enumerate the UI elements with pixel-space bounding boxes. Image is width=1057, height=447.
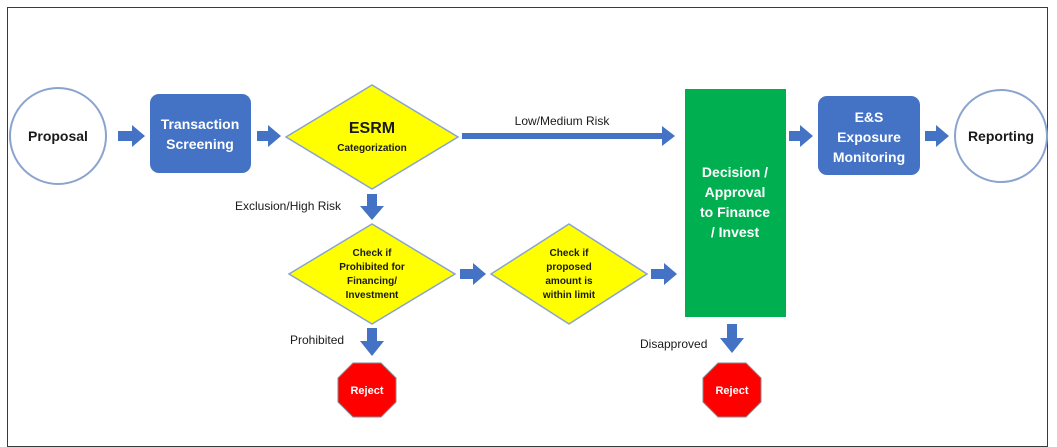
esrm-title: ESRM (349, 120, 395, 137)
exclusion-high-risk-label: Exclusion/High Risk (235, 199, 342, 213)
limit-line-3: amount is (545, 276, 593, 287)
limit-line-1: Check if (550, 248, 590, 259)
arrow-decision-to-exposure (789, 125, 813, 147)
arrow-exposure-to-reporting (925, 125, 949, 147)
decision-node: Decision / Approval to Finance / Invest (685, 89, 786, 317)
prohibited-line-1: Check if (353, 248, 393, 259)
exposure-line-3: Monitoring (833, 149, 905, 165)
esrm-subtitle: Categorization (337, 143, 406, 154)
screening-line-2: Screening (166, 136, 234, 152)
limit-check-node: Check if proposed amount is within limit (489, 223, 649, 325)
prohibited-check-node: Check if Prohibited for Financing/ Inves… (287, 223, 457, 325)
limit-line-4: within limit (542, 290, 596, 301)
arrow-esrm-to-prohibited (360, 194, 384, 220)
decision-line-4: / Invest (711, 224, 760, 240)
reporting-node: Reporting (954, 89, 1048, 183)
proposal-node: Proposal (9, 87, 107, 185)
prohibited-line-2: Prohibited for (339, 262, 405, 273)
exposure-monitoring-node: E&S Exposure Monitoring (818, 96, 920, 175)
transaction-screening-node: Transaction Screening (150, 94, 251, 173)
reject-left-node: Reject (337, 362, 397, 418)
arrow-prohibited-to-reject (360, 328, 384, 356)
limit-line-2: proposed (546, 262, 592, 273)
arrow-screening-to-esrm (257, 125, 281, 147)
disapproved-label: Disapproved (640, 337, 707, 351)
reject-right-node: Reject (702, 362, 762, 418)
proposal-label: Proposal (28, 128, 88, 144)
decision-line-3: to Finance (700, 204, 770, 220)
reject-left-label: Reject (350, 385, 383, 397)
reject-right-label: Reject (715, 385, 748, 397)
arrow-decision-to-reject (720, 324, 744, 353)
reporting-label: Reporting (968, 128, 1034, 144)
low-medium-risk-label: Low/Medium Risk (515, 114, 611, 128)
screening-line-1: Transaction (161, 116, 240, 132)
flowchart: Proposal Transaction Screening ESRM Cate… (9, 84, 1048, 418)
exposure-line-1: E&S (855, 109, 884, 125)
prohibited-label: Prohibited (290, 333, 344, 347)
exposure-line-2: Exposure (837, 129, 901, 145)
arrow-limit-to-decision (651, 263, 677, 285)
arrow-prohibited-to-limit (460, 263, 486, 285)
arrow-esrm-to-decision (462, 126, 675, 146)
prohibited-line-4: Investment (346, 290, 399, 301)
arrow-proposal-to-screening (118, 125, 145, 147)
decision-line-1: Decision / (702, 164, 768, 180)
prohibited-line-3: Financing/ (347, 276, 397, 287)
decision-line-2: Approval (705, 184, 766, 200)
esrm-categorization-node: ESRM Categorization (284, 84, 460, 190)
